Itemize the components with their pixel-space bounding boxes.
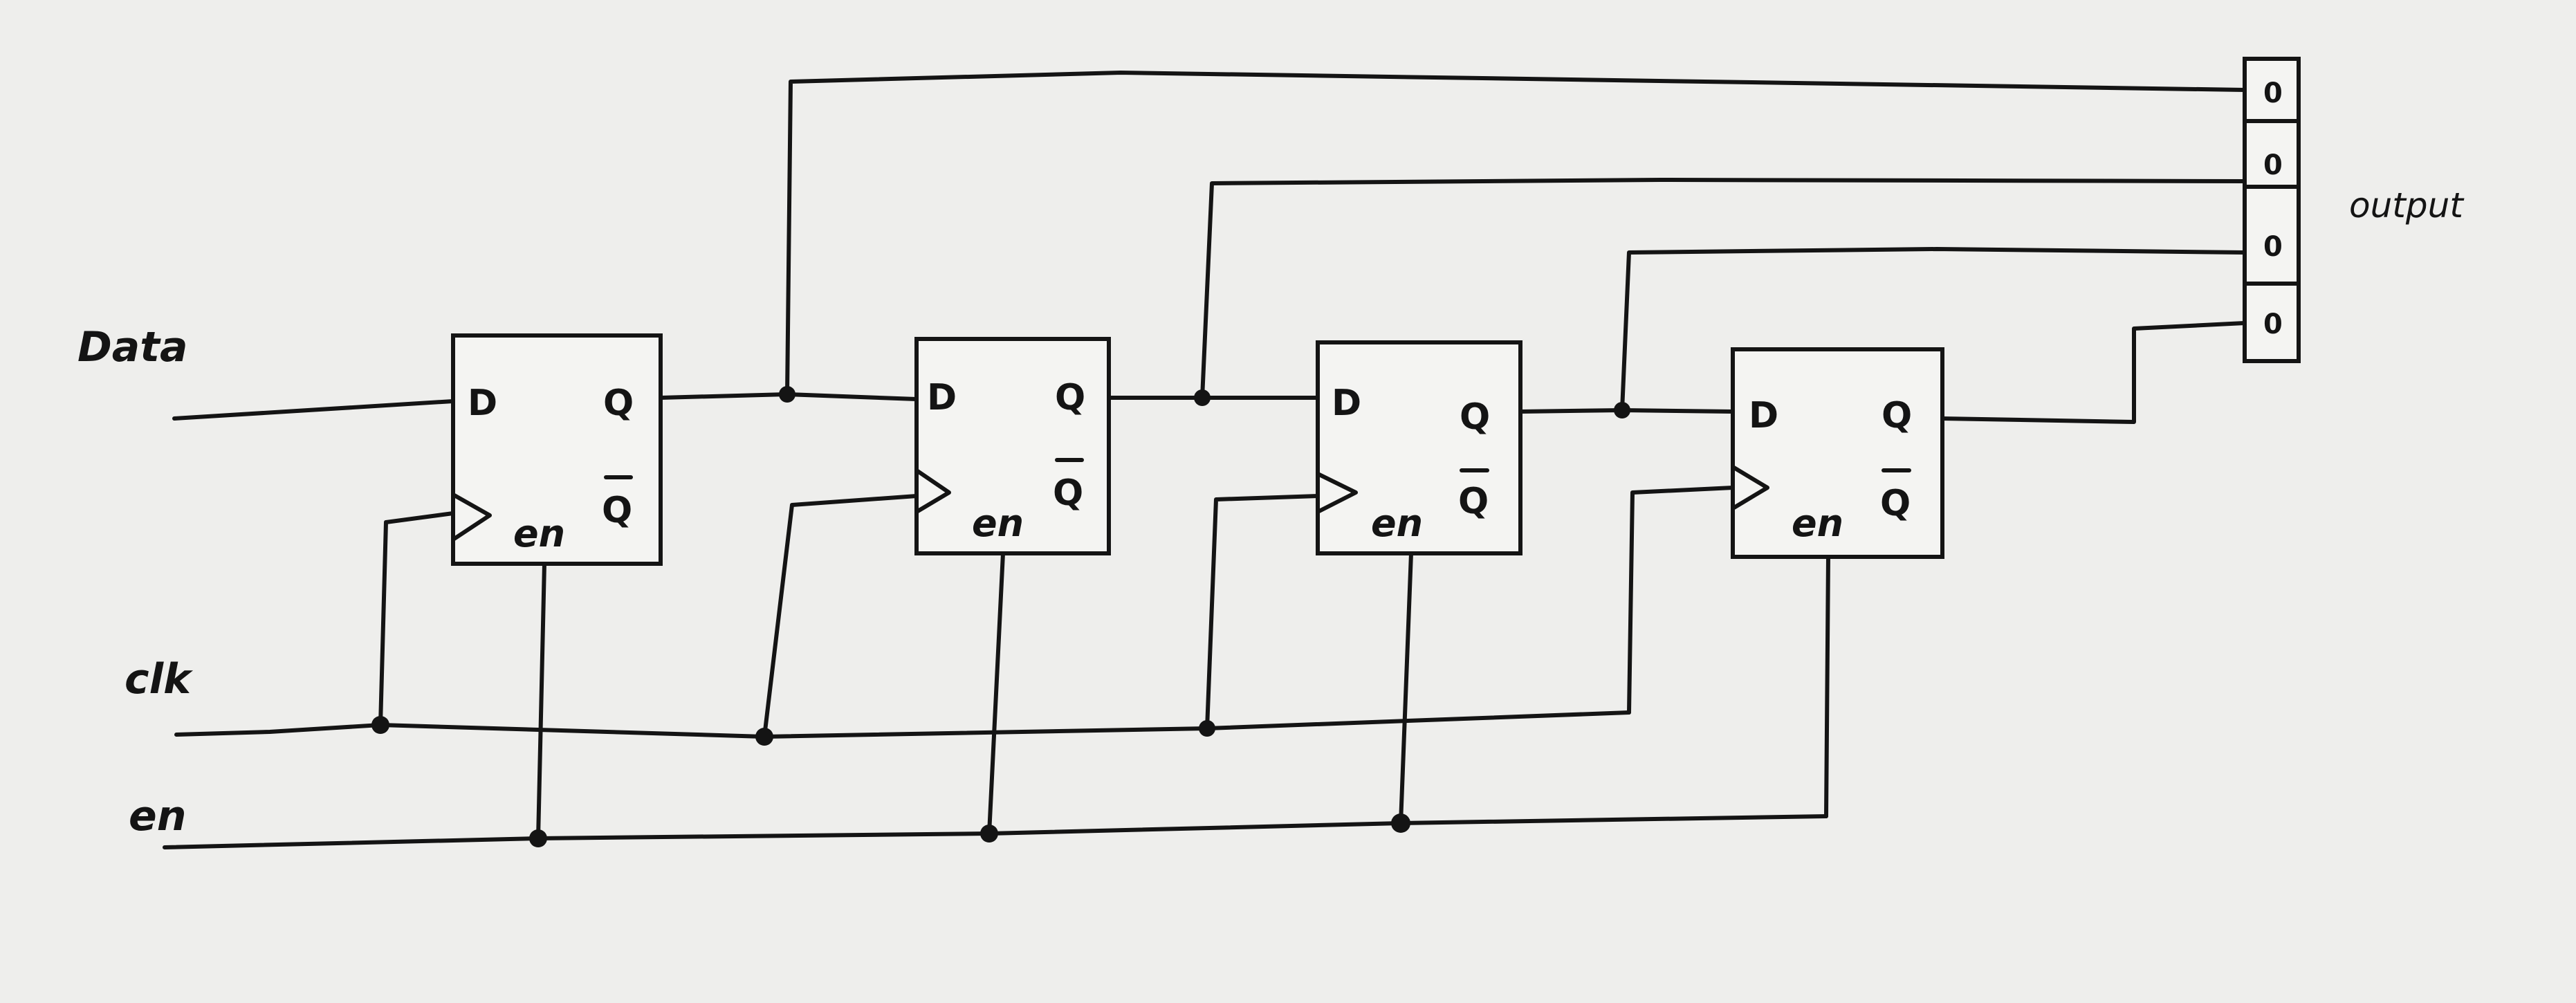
output-register-cell-4 bbox=[2243, 282, 2301, 363]
ff1-qbar-pin-label: Q bbox=[602, 490, 632, 531]
clk-input-label: clk bbox=[125, 655, 193, 703]
junction-en-1 bbox=[529, 829, 547, 847]
output-register-cell-3 bbox=[2243, 185, 2301, 286]
output-bit-3: 0 bbox=[2263, 231, 2283, 263]
output-bit-2: 0 bbox=[2263, 149, 2283, 181]
flip-flop-3: D Q Q en bbox=[1316, 340, 1522, 555]
clk-to-ff4-wire bbox=[1627, 486, 1735, 715]
ff3-q-pin-label: Q bbox=[1460, 396, 1490, 438]
ff4-clock-triangle bbox=[1731, 465, 1769, 510]
clk-to-ff1-wire bbox=[378, 511, 455, 727]
junction-en-3 bbox=[1391, 813, 1410, 833]
flip-flop-2: D Q Q en bbox=[914, 337, 1111, 555]
junction-q3 bbox=[1614, 402, 1630, 418]
output-register: 0 0 0 0 bbox=[2243, 57, 2301, 363]
output-bit4-wire bbox=[1940, 321, 2247, 424]
ff1-d-pin-label: D bbox=[468, 383, 497, 424]
ff2-qbar-pin-label: Q bbox=[1053, 472, 1083, 514]
ff4-d-pin-label: D bbox=[1749, 395, 1778, 436]
output-register-cell-2 bbox=[2243, 119, 2301, 189]
ff2-d-pin-label: D bbox=[927, 377, 957, 418]
ff4-body bbox=[1731, 347, 1944, 559]
flip-flop-1: D Q Q en bbox=[451, 333, 663, 566]
output-bit-1: 0 bbox=[2263, 77, 2283, 109]
clk-bus-wire bbox=[174, 710, 1631, 739]
clk-to-ff2-wire bbox=[762, 494, 919, 739]
ff2-clock-triangle bbox=[914, 468, 951, 514]
output-label: output bbox=[2349, 185, 2465, 226]
ff2-q-pin-label: Q bbox=[1055, 377, 1085, 418]
en-to-ff3-wire bbox=[1399, 551, 1413, 825]
junction-q1 bbox=[779, 386, 795, 403]
junction-clk-3 bbox=[1199, 720, 1215, 737]
data-input-wire bbox=[172, 399, 455, 421]
ff1-en-pin-label: en bbox=[513, 512, 565, 555]
en-input-label: en bbox=[129, 792, 186, 840]
ff1-clock-triangle bbox=[451, 493, 492, 542]
output-bit1-wire bbox=[785, 71, 2247, 396]
junction-clk-2 bbox=[755, 728, 773, 746]
ff1-q-pin-label: Q bbox=[603, 383, 634, 424]
ff4-en-pin-label: en bbox=[1792, 502, 1843, 545]
flip-flop-4: D Q Q en bbox=[1731, 347, 1944, 559]
ff3-en-pin-label: en bbox=[1371, 502, 1423, 545]
en-to-ff4-wire bbox=[1824, 555, 1830, 818]
junction-clk-1 bbox=[371, 716, 389, 734]
ff3-qbar-pin-label: Q bbox=[1458, 481, 1489, 522]
junction-en-2 bbox=[980, 825, 998, 843]
en-to-ff1-wire bbox=[536, 562, 546, 840]
en-to-ff2-wire bbox=[987, 551, 1005, 836]
output-bit-4: 0 bbox=[2263, 309, 2283, 340]
output-bit3-wire bbox=[1620, 247, 2247, 412]
ff3-clock-triangle bbox=[1316, 472, 1358, 514]
junction-q2 bbox=[1194, 389, 1211, 406]
ff4-qbar-pin-label: Q bbox=[1880, 483, 1911, 524]
ff3-body bbox=[1316, 340, 1522, 555]
ff3-d-pin-label: D bbox=[1332, 383, 1361, 424]
ff2-body bbox=[914, 337, 1111, 555]
ff2-en-pin-label: en bbox=[972, 502, 1024, 545]
ff4-q-pin-label: Q bbox=[1882, 395, 1912, 436]
data-input-label: Data bbox=[77, 323, 187, 371]
output-bit2-wire bbox=[1200, 178, 2247, 400]
clk-to-ff3-wire bbox=[1205, 494, 1320, 730]
ff1-body bbox=[451, 333, 663, 566]
